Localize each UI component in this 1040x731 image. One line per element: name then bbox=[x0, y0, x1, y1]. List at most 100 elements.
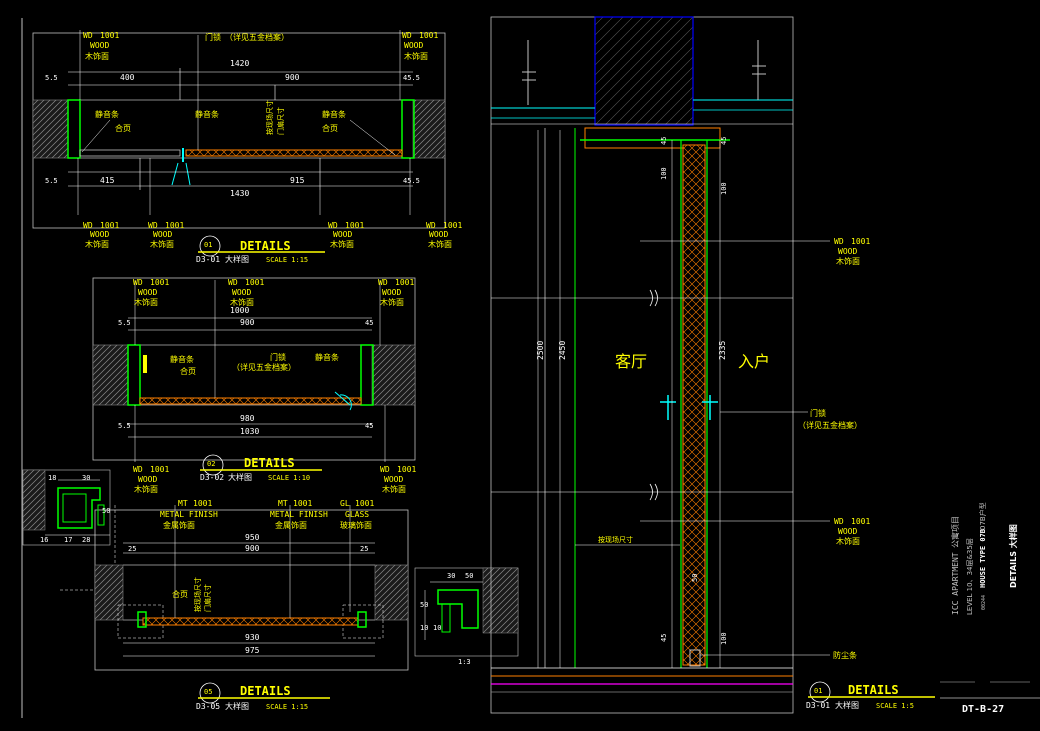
sec-tag-no-1: 1001 bbox=[851, 237, 870, 246]
detail-sec-num: 01 bbox=[814, 687, 822, 695]
detail-01-scale: SCALE 1:15 bbox=[266, 256, 308, 264]
mini-l-dim-18: 18 bbox=[48, 474, 56, 482]
d2-note-hinge: 合页 bbox=[180, 366, 196, 376]
d1-tag-en-b2: WOOD bbox=[153, 230, 172, 239]
d1-note-hinge-r: 合页 bbox=[322, 123, 338, 133]
d2-dim-1030: 1030 bbox=[240, 427, 259, 436]
sec-tag-en-2: WOOD bbox=[838, 527, 857, 536]
detail-title-section: 01 DETAILS D3-01 大样图 SCALE 1:5 bbox=[806, 681, 935, 710]
mini-r-dim-50: 50 bbox=[420, 601, 428, 609]
title-block bbox=[940, 681, 1040, 699]
d5-tag-mt-l: MT bbox=[178, 499, 188, 508]
mini-l-dim-50: 50 bbox=[102, 507, 110, 515]
sec-dim-small-1: 45 bbox=[660, 137, 668, 145]
tb-level: LEVEL 10、34层&35层 bbox=[966, 538, 974, 615]
sec-dim-small-5: 50 bbox=[691, 574, 699, 582]
d2-tag-en-r: WOOD bbox=[382, 288, 401, 297]
d5-tag-metal-en-l: METAL FINISH bbox=[160, 510, 218, 519]
d1-tag-en-b3: WOOD bbox=[333, 230, 352, 239]
d1-note-lock: 门锁 bbox=[205, 32, 221, 42]
d1-tag-cn-b3: 木饰面 bbox=[330, 239, 354, 249]
d1-tag-cn-b4: 木饰面 bbox=[428, 239, 452, 249]
d5-tag-metal-en-r: METAL FINISH bbox=[270, 510, 328, 519]
d1-tag-wd-b2: WD bbox=[148, 221, 158, 230]
d1-note-site-size: 按现场尺寸 bbox=[265, 100, 274, 135]
sec-dim-2335: 2335 bbox=[718, 341, 727, 360]
sec-note-lock-ref: （详见五金档案） bbox=[798, 420, 862, 430]
detail-05-num: 05 bbox=[204, 688, 212, 696]
sec-dim-small-7: 100 bbox=[720, 632, 728, 645]
d2-tag-cn-m: 木饰面 bbox=[230, 297, 254, 307]
sec-dim-small-6: 45 bbox=[660, 634, 668, 642]
sec-tag-wd-1: WD bbox=[834, 237, 844, 246]
sec-tag-no-2: 1001 bbox=[851, 517, 870, 526]
d2-tag-wd-l: WD bbox=[133, 278, 143, 287]
detail-05-sub: 大样图 bbox=[225, 701, 249, 711]
tb-house-type-cn: 07B户型 bbox=[978, 502, 987, 530]
d1-tag-cn-tl: 木饰面 bbox=[85, 51, 109, 61]
detail-02-sub: 大样图 bbox=[228, 472, 252, 482]
d1-tag-en-tr: WOOD bbox=[404, 41, 423, 50]
d1-tag-wd-b4: WD bbox=[426, 221, 436, 230]
d5-tag-glno: 1001 bbox=[355, 499, 374, 508]
d1-tag-no-b2: 1001 bbox=[165, 221, 184, 230]
section-elevation bbox=[490, 16, 830, 714]
detail-sec-title: DETAILS bbox=[848, 683, 899, 697]
sec-note-lock: 门锁 bbox=[810, 408, 826, 418]
detail-02-num: 02 bbox=[207, 460, 215, 468]
d2-dim-980: 980 bbox=[240, 414, 255, 423]
d1-dim-small-1: 5.5 bbox=[45, 74, 58, 82]
d1-note-seal-l: 静音条 bbox=[95, 109, 119, 119]
sec-dim-small-2: 45 bbox=[720, 137, 728, 145]
mini-r-dim-50b: 50 bbox=[465, 572, 473, 580]
detail-sec-sub: 大样图 bbox=[835, 700, 859, 710]
detail-01-code: D3-01 bbox=[196, 255, 220, 264]
mini-scale: 1:3 bbox=[458, 658, 471, 666]
sec-dim-2450: 2450 bbox=[558, 341, 567, 360]
d5-dim-930: 930 bbox=[245, 633, 260, 642]
d5-tag-gl: GL bbox=[340, 499, 350, 508]
sec-note-dust-strip: 防尘条 bbox=[833, 650, 857, 660]
d5-note-hinge: 合页 bbox=[172, 589, 188, 599]
d1-note-hinge-l: 合页 bbox=[115, 123, 131, 133]
d1-tag-en-b4: WOOD bbox=[429, 230, 448, 239]
d1-tag-wd-b1: WD bbox=[83, 221, 93, 230]
d2-dim-small-4: 45 bbox=[365, 422, 373, 430]
d2-tag-no-br: 1001 bbox=[397, 465, 416, 474]
d2-tag-cn-r: 木饰面 bbox=[380, 297, 404, 307]
detail-01-sub: 大样图 bbox=[225, 254, 249, 264]
tb-house-type: HOUSE TYPE 07B bbox=[979, 529, 987, 588]
d1-dim-1420: 1420 bbox=[230, 59, 249, 68]
d2-tag-cn-bl: 木饰面 bbox=[134, 484, 158, 494]
d1-dim-small-3: 5.5 bbox=[45, 177, 58, 185]
d2-tag-no-bl: 1001 bbox=[150, 465, 169, 474]
d1-tag-no-tr: 1001 bbox=[419, 31, 438, 40]
d1-tag-cn-b2: 木饰面 bbox=[150, 239, 174, 249]
d2-tag-cn-l: 木饰面 bbox=[134, 297, 158, 307]
d5-note-door-size: 门扇尺寸 bbox=[203, 584, 212, 612]
d1-dim-small-4: 45.5 bbox=[403, 177, 420, 185]
d1-dim-400: 400 bbox=[120, 73, 135, 82]
mini-l-dim-28: 28 bbox=[82, 536, 90, 544]
sec-dim-small-4: 100 bbox=[720, 182, 728, 195]
detail-05-scale: SCALE 1:15 bbox=[266, 703, 308, 711]
d5-tag-mt-r: MT bbox=[278, 499, 288, 508]
detail-title-05: 05 DETAILS D3-05 大样图 SCALE 1:15 bbox=[196, 682, 330, 711]
detail-title-02: 02 DETAILS D3-02 大样图 SCALE 1:10 bbox=[200, 454, 322, 482]
d2-dim-small-2: 45 bbox=[365, 319, 373, 327]
detail-sec-code: D3-01 bbox=[806, 701, 830, 710]
detail-02-code: D3-02 bbox=[200, 473, 224, 482]
detail-01-title: DETAILS bbox=[240, 239, 291, 253]
detail-02-scale: SCALE 1:10 bbox=[268, 474, 310, 482]
d1-note-seal-r: 静音条 bbox=[322, 109, 346, 119]
d5-tag-metal-cn-l: 金属饰面 bbox=[163, 520, 195, 530]
d2-tag-wd-r: WD bbox=[378, 278, 388, 287]
d2-note-lock: 门锁 bbox=[270, 352, 286, 362]
detail-sec-scale: SCALE 1:5 bbox=[876, 702, 914, 710]
d5-dim-small-1: 25 bbox=[128, 545, 136, 553]
d2-tag-no-m: 1001 bbox=[245, 278, 264, 287]
mini-l-dim-16: 16 bbox=[40, 536, 48, 544]
d1-note-seal-m: 静音条 bbox=[195, 109, 219, 119]
d2-note-seal-r: 静音条 bbox=[315, 352, 339, 362]
